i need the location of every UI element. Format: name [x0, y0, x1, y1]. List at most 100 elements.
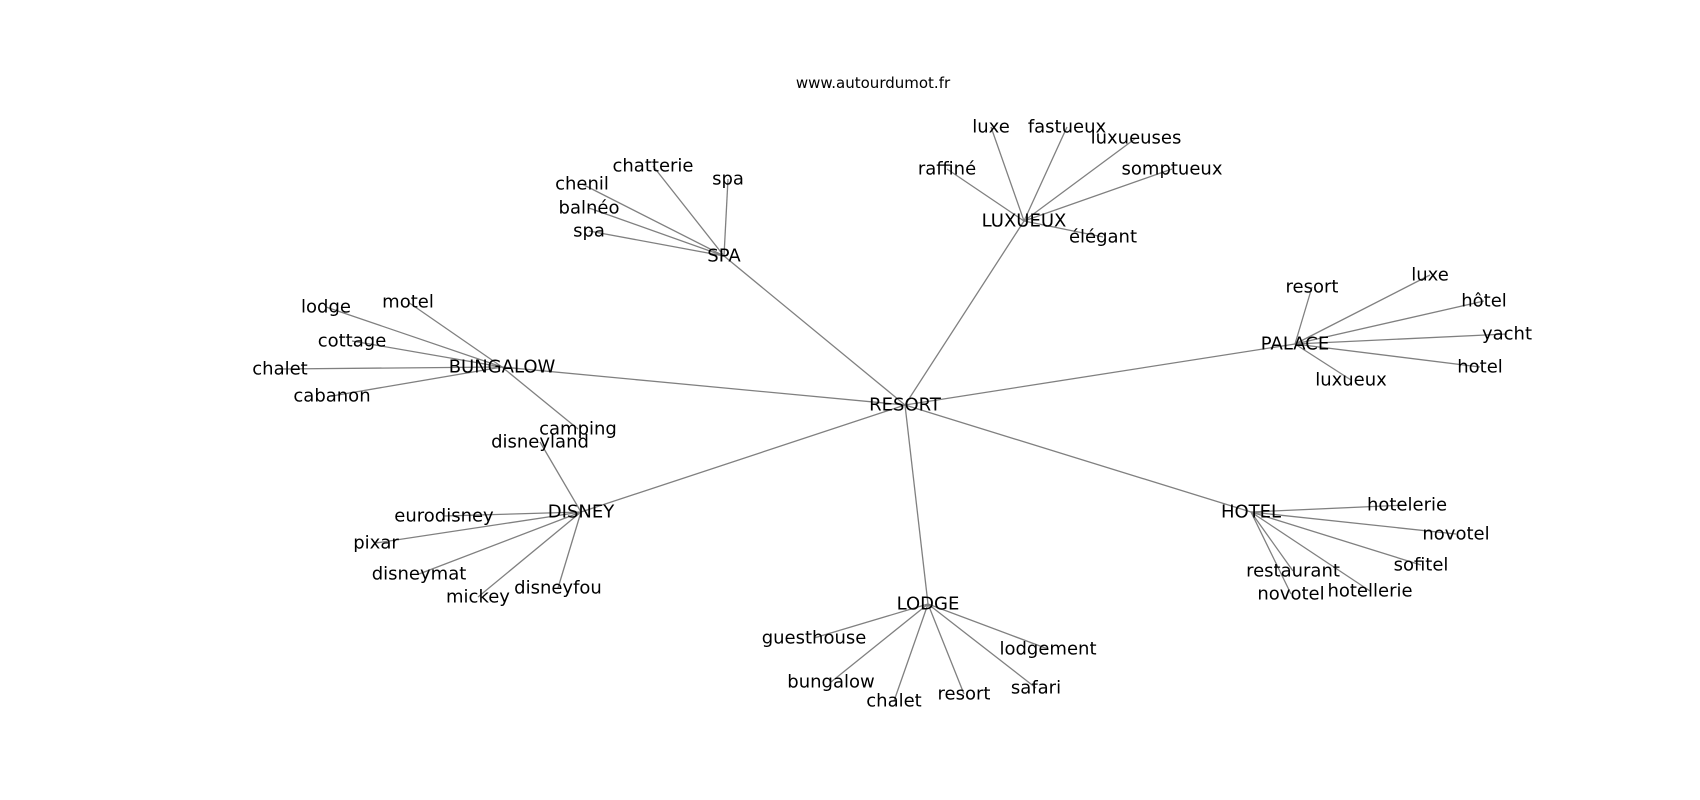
edge-hotel-restaurant-3 [1250, 511, 1294, 572]
node-leaf-bungalow-cabanon: cabanon [293, 386, 370, 407]
node-leaf-spa-spa: spa [573, 221, 605, 242]
node-hub-bungalow: BUNGALOW [449, 357, 556, 378]
node-hub-hotel: HOTEL [1221, 502, 1281, 523]
edge-bungalow-cottage-2 [351, 340, 503, 368]
edge-root-luxueux [904, 220, 1025, 406]
edge-lodge-chalet-4 [893, 603, 929, 702]
node-leaf-lodge-bungalow: bungalow [787, 672, 874, 693]
node-leaf-lodge-chalet: chalet [866, 691, 921, 712]
edge-luxueux-somptueux-4 [1023, 168, 1173, 222]
edge-luxueux-luxueuses-2 [1023, 137, 1137, 222]
node-hub-lodge: LODGE [897, 594, 960, 615]
node-leaf-disney-eurodisney: eurodisney [394, 506, 494, 527]
node-leaf-hotel-restaurant: restaurant [1246, 561, 1340, 582]
edge-lodge-resort-5 [927, 603, 965, 695]
node-hub-palace: PALACE [1261, 334, 1329, 355]
node-leaf-luxueux-raffine: raffiné [918, 159, 976, 180]
edge-hotel-novotel-1 [1250, 511, 1457, 535]
edge-palace-hotel-2 [1294, 300, 1485, 345]
edge-luxueux-elegant-5 [1023, 220, 1104, 238]
edge-spa-spa-1 [723, 178, 729, 257]
node-leaf-spa-spa: spa [712, 169, 744, 190]
node-leaf-hotel-hotellerie: hotellerie [1327, 581, 1412, 602]
edge-lodge-bungalow-2 [830, 603, 929, 683]
node-leaf-lodge-lodgement: lodgement [999, 639, 1096, 660]
edge-bungalow-motel-1 [407, 301, 503, 368]
edge-spa-spa-4 [588, 230, 725, 257]
node-leaf-disney-disneymat: disneymat [372, 564, 467, 585]
node-leaf-disney-disneyfou: disneyfou [514, 578, 602, 599]
edge-lodge-guesthouse-0 [813, 603, 929, 639]
edge-disney-disneyfou-5 [557, 511, 582, 589]
edge-root-lodge [904, 404, 929, 605]
node-leaf-lodge-guesthouse: guesthouse [762, 628, 867, 649]
edge-hotel-novotel-4 [1250, 511, 1292, 595]
edge-spa-chatterie-0 [652, 165, 725, 257]
node-leaf-palace-luxueux: luxueux [1315, 370, 1387, 391]
edge-disney-disneymat-3 [418, 511, 582, 575]
edge-palace-resort-0 [1294, 286, 1313, 345]
edge-hotel-hotellerie-5 [1250, 511, 1371, 592]
node-leaf-luxueux-luxueuses: luxueuses [1091, 128, 1182, 149]
node-leaf-palace-hotel: hotel [1457, 357, 1503, 378]
edge-root-spa [723, 255, 906, 406]
edge-palace-luxe-1 [1294, 274, 1431, 345]
node-leaf-luxueux-fastueux: fastueux [1028, 117, 1107, 138]
edge-bungalow-camping-5 [501, 366, 579, 430]
site-watermark: www.autourdumot.fr [796, 74, 951, 92]
edge-palace-luxueux-5 [1294, 343, 1352, 381]
edge-root-disney [580, 404, 906, 513]
node-leaf-bungalow-chalet: chalet [252, 359, 307, 380]
edge-luxueux-luxe-0 [990, 126, 1025, 222]
edge-bungalow-lodge-0 [325, 306, 503, 368]
node-leaf-bungalow-cottage: cottage [318, 331, 387, 352]
edge-disney-eurodisney-1 [443, 511, 582, 517]
node-root-resort: RESORT [869, 395, 942, 416]
node-leaf-disney-disneyland: disneyland [491, 432, 589, 453]
node-leaf-lodge-resort: resort [938, 684, 991, 705]
node-leaf-palace-yacht: yacht [1482, 324, 1532, 345]
edge-root-hotel [904, 404, 1252, 513]
edge-palace-hotel-4 [1294, 343, 1481, 368]
node-hub-luxueux: LUXUEUX [982, 211, 1067, 232]
edge-disney-mickey-4 [477, 511, 582, 598]
node-leaf-palace-resort: resort [1286, 277, 1339, 298]
node-leaf-disney-mickey: mickey [446, 587, 510, 608]
node-leaf-luxueux-luxe: luxe [972, 117, 1010, 138]
edge-bungalow-chalet-3 [279, 366, 503, 370]
node-leaf-spa-chatterie: chatterie [613, 156, 694, 177]
edge-hotel-hotelerie-0 [1250, 504, 1408, 513]
edge-hotel-sofitel-2 [1250, 511, 1422, 566]
node-leaf-luxueux-somptueux: somptueux [1122, 159, 1223, 180]
node-hub-disney: DISNEY [548, 502, 615, 523]
edge-bungalow-cabanon-4 [331, 366, 503, 397]
edge-disney-disneyland-0 [539, 441, 582, 513]
node-leaf-spa-chenil: chenil [555, 174, 609, 195]
edge-root-bungalow [501, 366, 906, 406]
node-leaf-bungalow-camping: camping [539, 419, 617, 440]
edge-disney-pixar-2 [375, 511, 582, 544]
node-leaf-lodge-safari: safari [1011, 678, 1061, 699]
node-leaf-luxueux-elegant: élégant [1069, 227, 1137, 248]
graph-edges [279, 126, 1508, 702]
node-leaf-hotel-novotel: novotel [1422, 524, 1489, 545]
node-hub-spa: SPA [707, 246, 741, 267]
edge-luxueux-fastueux-1 [1023, 126, 1068, 222]
node-leaf-spa-balneo: balnéo [559, 198, 620, 219]
edge-spa-balneo-3 [588, 207, 725, 257]
node-leaf-hotel-novotel: novotel [1257, 584, 1324, 605]
node-leaf-palace-luxe: luxe [1411, 265, 1449, 286]
edge-lodge-lodgement-1 [927, 603, 1049, 650]
node-leaf-bungalow-motel: motel [382, 292, 434, 313]
node-leaf-disney-pixar: pixar [353, 533, 399, 554]
edge-spa-chenil-2 [581, 183, 725, 257]
node-leaf-hotel-sofitel: sofitel [1394, 555, 1449, 576]
edge-luxueux-raffine-3 [946, 168, 1025, 222]
edge-root-palace [904, 343, 1296, 406]
edge-palace-yacht-3 [1294, 333, 1508, 345]
node-leaf-bungalow-lodge: lodge [301, 297, 351, 318]
edge-lodge-safari-3 [927, 603, 1037, 689]
node-leaf-hotel-hotelerie: hotelerie [1367, 495, 1447, 516]
